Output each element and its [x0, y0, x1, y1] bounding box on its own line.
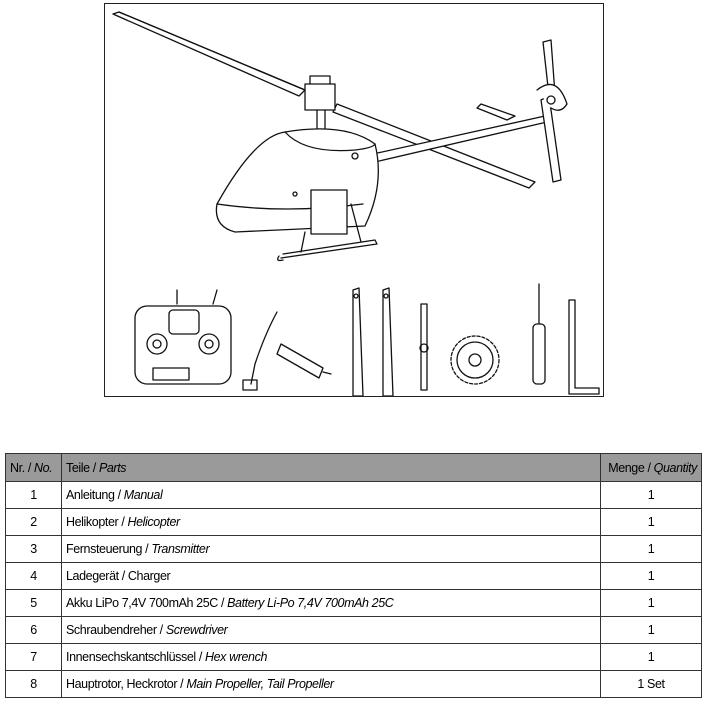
table-row: 3 Fernsteuerung / Transmitter 1: [5, 535, 702, 563]
table-row: 6 Schraubendreher / Screwdriver 1: [5, 616, 702, 644]
main-blades-drawing: [352, 287, 394, 396]
table-row: 7 Innensechskantschlüssel / Hex wrench 1: [5, 643, 702, 671]
row-quantity: 1: [600, 508, 702, 536]
header-no: Nr. / No.: [5, 453, 62, 482]
row-part: Fernsteuerung / Transmitter: [61, 535, 601, 563]
row-number: 3: [5, 535, 62, 563]
row-quantity: 1: [600, 535, 702, 563]
table-row: 4 Ladegerät / Charger 1: [5, 562, 702, 590]
row-part: Ladegerät / Charger: [61, 562, 601, 590]
row-quantity: 1: [600, 562, 702, 590]
helicopter-drawing: [112, 11, 568, 262]
table-header-row: Nr. / No. Teile / Parts Menge / Quantity: [5, 453, 702, 482]
header-parts: Teile / Parts: [61, 453, 601, 482]
row-quantity: 1: [600, 481, 702, 509]
row-number: 1: [5, 481, 62, 509]
parts-table: Nr. / No. Teile / Parts Menge / Quantity…: [5, 453, 702, 698]
row-number: 6: [5, 616, 62, 644]
row-number: 8: [5, 670, 62, 698]
row-part: Schraubendreher / Screwdriver: [61, 616, 601, 644]
header-quantity: Menge / Quantity: [600, 453, 702, 482]
screwdriver-drawing: [532, 283, 546, 385]
table-row: 2 Helikopter / Helicopter 1: [5, 508, 702, 536]
row-quantity: 1: [600, 643, 702, 671]
row-number: 2: [5, 508, 62, 536]
row-quantity: 1 Set: [600, 670, 702, 698]
table-row: 5 Akku LiPo 7,4V 700mAh 25C / Battery Li…: [5, 589, 702, 617]
row-quantity: 1: [600, 616, 702, 644]
transmitter-drawing: [134, 289, 232, 385]
table-row: 8 Hauptrotor, Heckrotor / Main Propeller…: [5, 670, 702, 698]
row-number: 5: [5, 589, 62, 617]
charger-drawing: [242, 311, 332, 391]
row-part: Anleitung / Manual: [61, 481, 601, 509]
row-quantity: 1: [600, 589, 702, 617]
table-row: 1 Anleitung / Manual 1: [5, 481, 702, 509]
parts-illustration: [104, 3, 604, 397]
row-part: Hauptrotor, Heckrotor / Main Propeller, …: [61, 670, 601, 698]
row-number: 7: [5, 643, 62, 671]
hex-wrench-drawing: [568, 299, 600, 395]
row-part: Innensechskantschlüssel / Hex wrench: [61, 643, 601, 671]
gear-drawing: [450, 335, 500, 385]
row-part: Akku LiPo 7,4V 700mAh 25C / Battery Li-P…: [61, 589, 601, 617]
tail-propeller-drawing: [419, 303, 429, 391]
row-number: 4: [5, 562, 62, 590]
row-part: Helikopter / Helicopter: [61, 508, 601, 536]
